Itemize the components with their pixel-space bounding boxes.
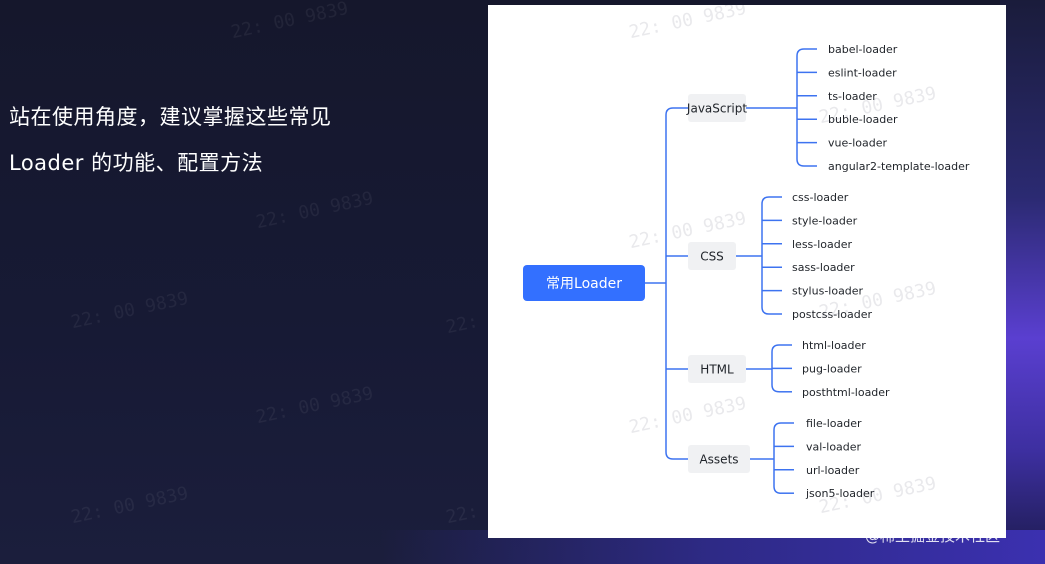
leaf-label: style-loader [792,214,858,227]
leaf-label: less-loader [792,238,853,251]
leaf-label: file-loader [806,417,862,430]
leaf-label: val-loader [806,440,862,453]
leaf-label: vue-loader [828,137,887,150]
branch-node [688,445,750,473]
connector-line [796,48,805,167]
branch-node [688,94,746,122]
watermark: 22: 00 9839 [229,0,351,44]
credit-text: @稀土掘金技术社区 [865,527,1001,545]
watermark: 22: 00 9839 [69,482,191,529]
background-glow-right [1000,0,1045,564]
leaf-label: angular2-template-loader [828,160,970,173]
leaf-label: eslint-loader [828,66,897,79]
leaf-label: sass-loader [792,261,855,274]
branch-node-label: Assets [699,453,738,467]
leaf-label: url-loader [806,464,860,477]
leaf-label: css-loader [792,191,849,204]
mindmap-panel: 22: 00 9839 22: 00 9839 22: 00 9839 22: … [488,0,1006,538]
leaf-label: postcss-loader [792,308,873,321]
leaf-label: ts-loader [828,90,877,103]
branch-node-label: HTML [700,363,734,377]
leaf-label: babel-loader [828,43,898,56]
headline-line-2: Loader 的功能、配置方法 [9,151,264,175]
leaf-label: stylus-loader [792,285,864,298]
root-node-label: 常用Loader [546,276,622,292]
connector-line [773,422,782,494]
branch-node [688,242,736,270]
leaf-label: json5-loader [805,487,875,500]
headline: 站在使用角度，建议掌握这些常见 Loader 的功能、配置方法 [9,94,409,186]
watermark: 22: 00 9839 [69,287,191,334]
connector-line [761,196,770,315]
watermark: 22: 00 9839 [254,382,376,429]
headline-line-1: 站在使用角度，建议掌握这些常见 [9,105,332,129]
leaf-label: posthtml-loader [802,386,890,399]
leaf-label: buble-loader [828,113,898,126]
root-node [523,265,645,301]
leaf-label: pug-loader [802,362,862,375]
leaf-label: html-loader [802,339,866,352]
connector-line [665,107,674,460]
branch-node [688,355,746,383]
branch-node-label: JavaScript [686,102,747,116]
watermark: 22: 00 9839 [254,187,376,234]
branch-node-label: CSS [700,250,724,264]
loader-mindmap: 常用Loader JavaScript babel-loader eslint-loa… [523,43,970,500]
